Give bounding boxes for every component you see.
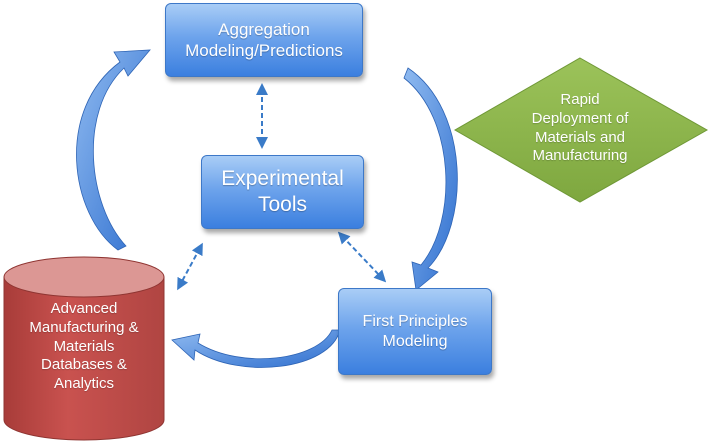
database-label-line-1: Advanced bbox=[50, 300, 118, 317]
aggregation-modeling-box: Aggregation Modeling/Predictions bbox=[165, 3, 363, 77]
rapid-label-line-4: Manufacturing bbox=[532, 147, 628, 165]
rapid-label-line-1: Rapid bbox=[560, 91, 600, 108]
experimental-tools-box: Experimental Tools bbox=[201, 155, 364, 229]
arrow-aggregation-to-first-principles bbox=[403, 67, 458, 291]
rapid-label-line-2: Deployment of bbox=[531, 109, 629, 127]
database-cylinder bbox=[3, 256, 165, 441]
dashed-arrow-experimental-database bbox=[177, 242, 203, 291]
aggregation-label-line-2: Modeling/Predictions bbox=[185, 41, 343, 60]
arrow-database-to-aggregation bbox=[76, 49, 151, 251]
first-principles-modeling-box: First Principles Modeling bbox=[338, 288, 492, 375]
aggregation-label-line-1: Aggregation bbox=[218, 19, 310, 39]
database-label-line-3: Materials bbox=[53, 337, 115, 355]
rapid-deployment-label: Rapid Deployment of Materials and Manufa… bbox=[505, 91, 655, 166]
first-principles-label-line-1: First Principles bbox=[362, 312, 468, 330]
rapid-deployment-diamond bbox=[453, 57, 709, 203]
first-principles-label-line-2: Modeling bbox=[382, 332, 448, 350]
arrow-first-principles-to-database bbox=[171, 329, 341, 368]
dashed-arrow-experimental-first-principles bbox=[337, 231, 387, 283]
database-label-line-5: Analytics bbox=[53, 375, 115, 392]
database-label: Advanced Manufacturing & Materials Datab… bbox=[4, 300, 164, 394]
rapid-label-line-3: Materials and bbox=[534, 128, 626, 146]
experimental-label-line-2: Tools bbox=[257, 193, 308, 216]
database-label-line-4: Databases & bbox=[41, 356, 127, 374]
experimental-label-line-1: Experimental bbox=[221, 166, 344, 190]
database-label-line-2: Manufacturing & bbox=[29, 318, 139, 336]
